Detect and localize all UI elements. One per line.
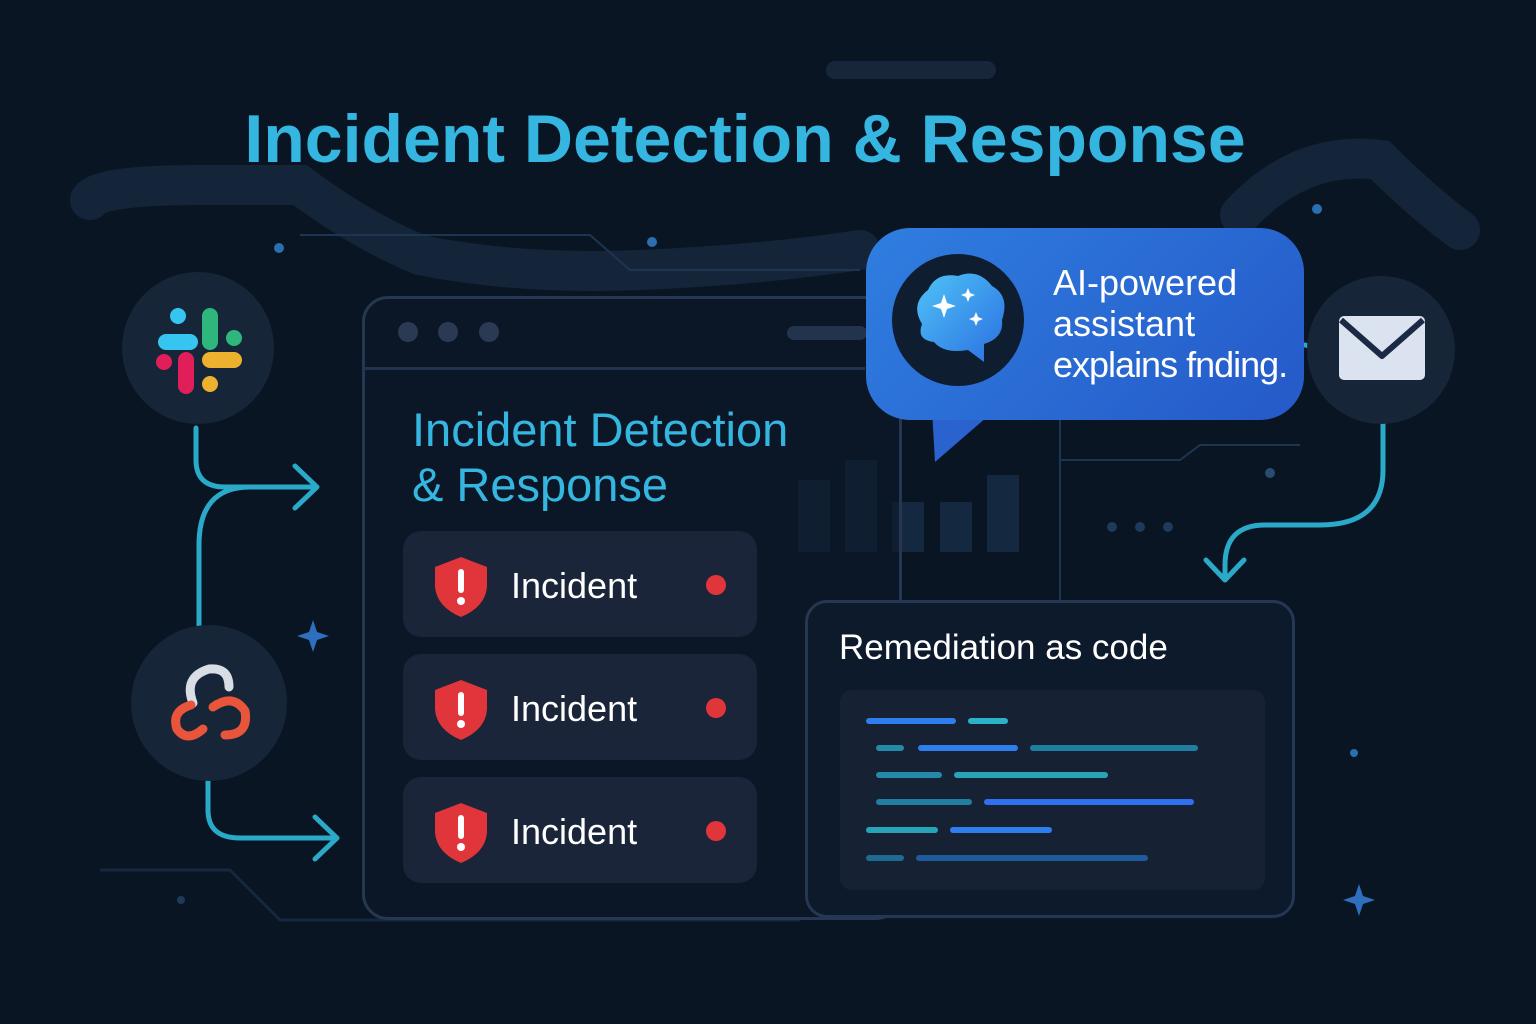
incident-label: Incident (511, 565, 638, 606)
code-line (1030, 745, 1198, 751)
incident-card[interactable]: Incident (403, 777, 757, 883)
top-pill (826, 61, 996, 79)
code-line (876, 745, 904, 751)
code-line (866, 827, 938, 833)
code-line (866, 855, 904, 861)
alert-shield-icon (435, 803, 487, 863)
incident-label: Incident (511, 811, 638, 852)
window-divider (365, 367, 865, 370)
window-heading: Incident Detection & Response (412, 402, 788, 512)
status-dot (706, 821, 726, 841)
brain-avatar (892, 254, 1024, 386)
slack-integration[interactable] (122, 272, 274, 424)
status-dot (706, 698, 726, 718)
slack-icon (156, 308, 242, 394)
window-dot (479, 322, 499, 342)
incident-card[interactable]: Incident (403, 654, 757, 760)
code-line (918, 745, 1018, 751)
code-line (876, 772, 942, 778)
sparkle-icon (297, 620, 329, 652)
assistant-line: explains fnding. (1053, 344, 1288, 385)
code-line (876, 799, 972, 805)
window-dot (438, 322, 458, 342)
page-title: Incident Detection & Response (244, 101, 1246, 177)
incident-label: Incident (511, 688, 638, 729)
assistant-message: AI-powered assistant explains fnding. (1053, 262, 1288, 385)
sparkle-icon (1343, 884, 1375, 916)
mail-integration[interactable] (1307, 276, 1455, 424)
alert-shield-icon (435, 680, 487, 740)
mail-icon (1339, 316, 1425, 380)
assistant-line: assistant (1053, 303, 1196, 344)
window-heading-line1: Incident Detection (412, 403, 789, 456)
integration-loops[interactable] (131, 625, 287, 781)
remediation-title: Remediation as code (839, 628, 1168, 667)
window-heading-line2: & Response (412, 458, 669, 511)
code-line (950, 827, 1052, 833)
assistant-line: AI-powered (1053, 262, 1238, 303)
status-dot (706, 575, 726, 595)
brain-sparkles-icon (917, 273, 1005, 362)
code-line (968, 718, 1008, 724)
window-dot (398, 322, 418, 342)
incident-card[interactable]: Incident (403, 531, 757, 637)
link-loops-icon (171, 664, 251, 741)
code-line (916, 855, 1148, 861)
flow-arrows (193, 342, 1386, 862)
code-line (954, 772, 1108, 778)
code-line (984, 799, 1194, 805)
alert-shield-icon (435, 557, 487, 617)
code-line (866, 718, 956, 724)
code-block (840, 690, 1265, 890)
window-toolbar-bar (787, 326, 867, 340)
